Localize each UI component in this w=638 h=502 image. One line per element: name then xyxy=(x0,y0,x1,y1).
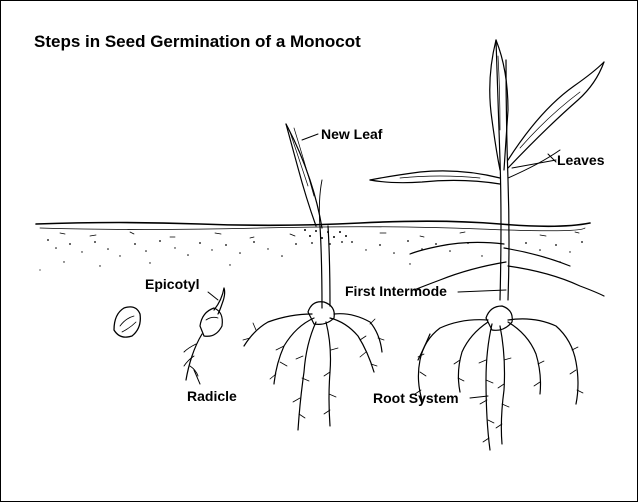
germinating-seed xyxy=(184,288,225,380)
label-epicotyl: Epicotyl xyxy=(145,276,199,292)
seedling xyxy=(243,124,384,430)
epicotyl-leader xyxy=(208,292,218,300)
label-leaves: Leaves xyxy=(557,152,604,168)
label-first-intermode: First Intermode xyxy=(345,283,447,299)
soil-surface xyxy=(36,221,590,238)
label-radicle: Radicle xyxy=(187,388,237,404)
diagram-title: Steps in Seed Germination of a Monocot xyxy=(34,32,361,52)
mature-plant xyxy=(370,40,604,450)
label-root-system: Root System xyxy=(373,390,459,406)
seed xyxy=(114,307,140,337)
leader-lines xyxy=(194,134,556,398)
radicle-leader xyxy=(194,370,200,384)
new-leaf-leader xyxy=(302,134,318,140)
root-system-leader xyxy=(470,396,488,398)
label-new-leaf: New Leaf xyxy=(321,126,382,142)
first-intermode-leader xyxy=(458,290,506,292)
leaves-leader-a xyxy=(512,160,556,168)
